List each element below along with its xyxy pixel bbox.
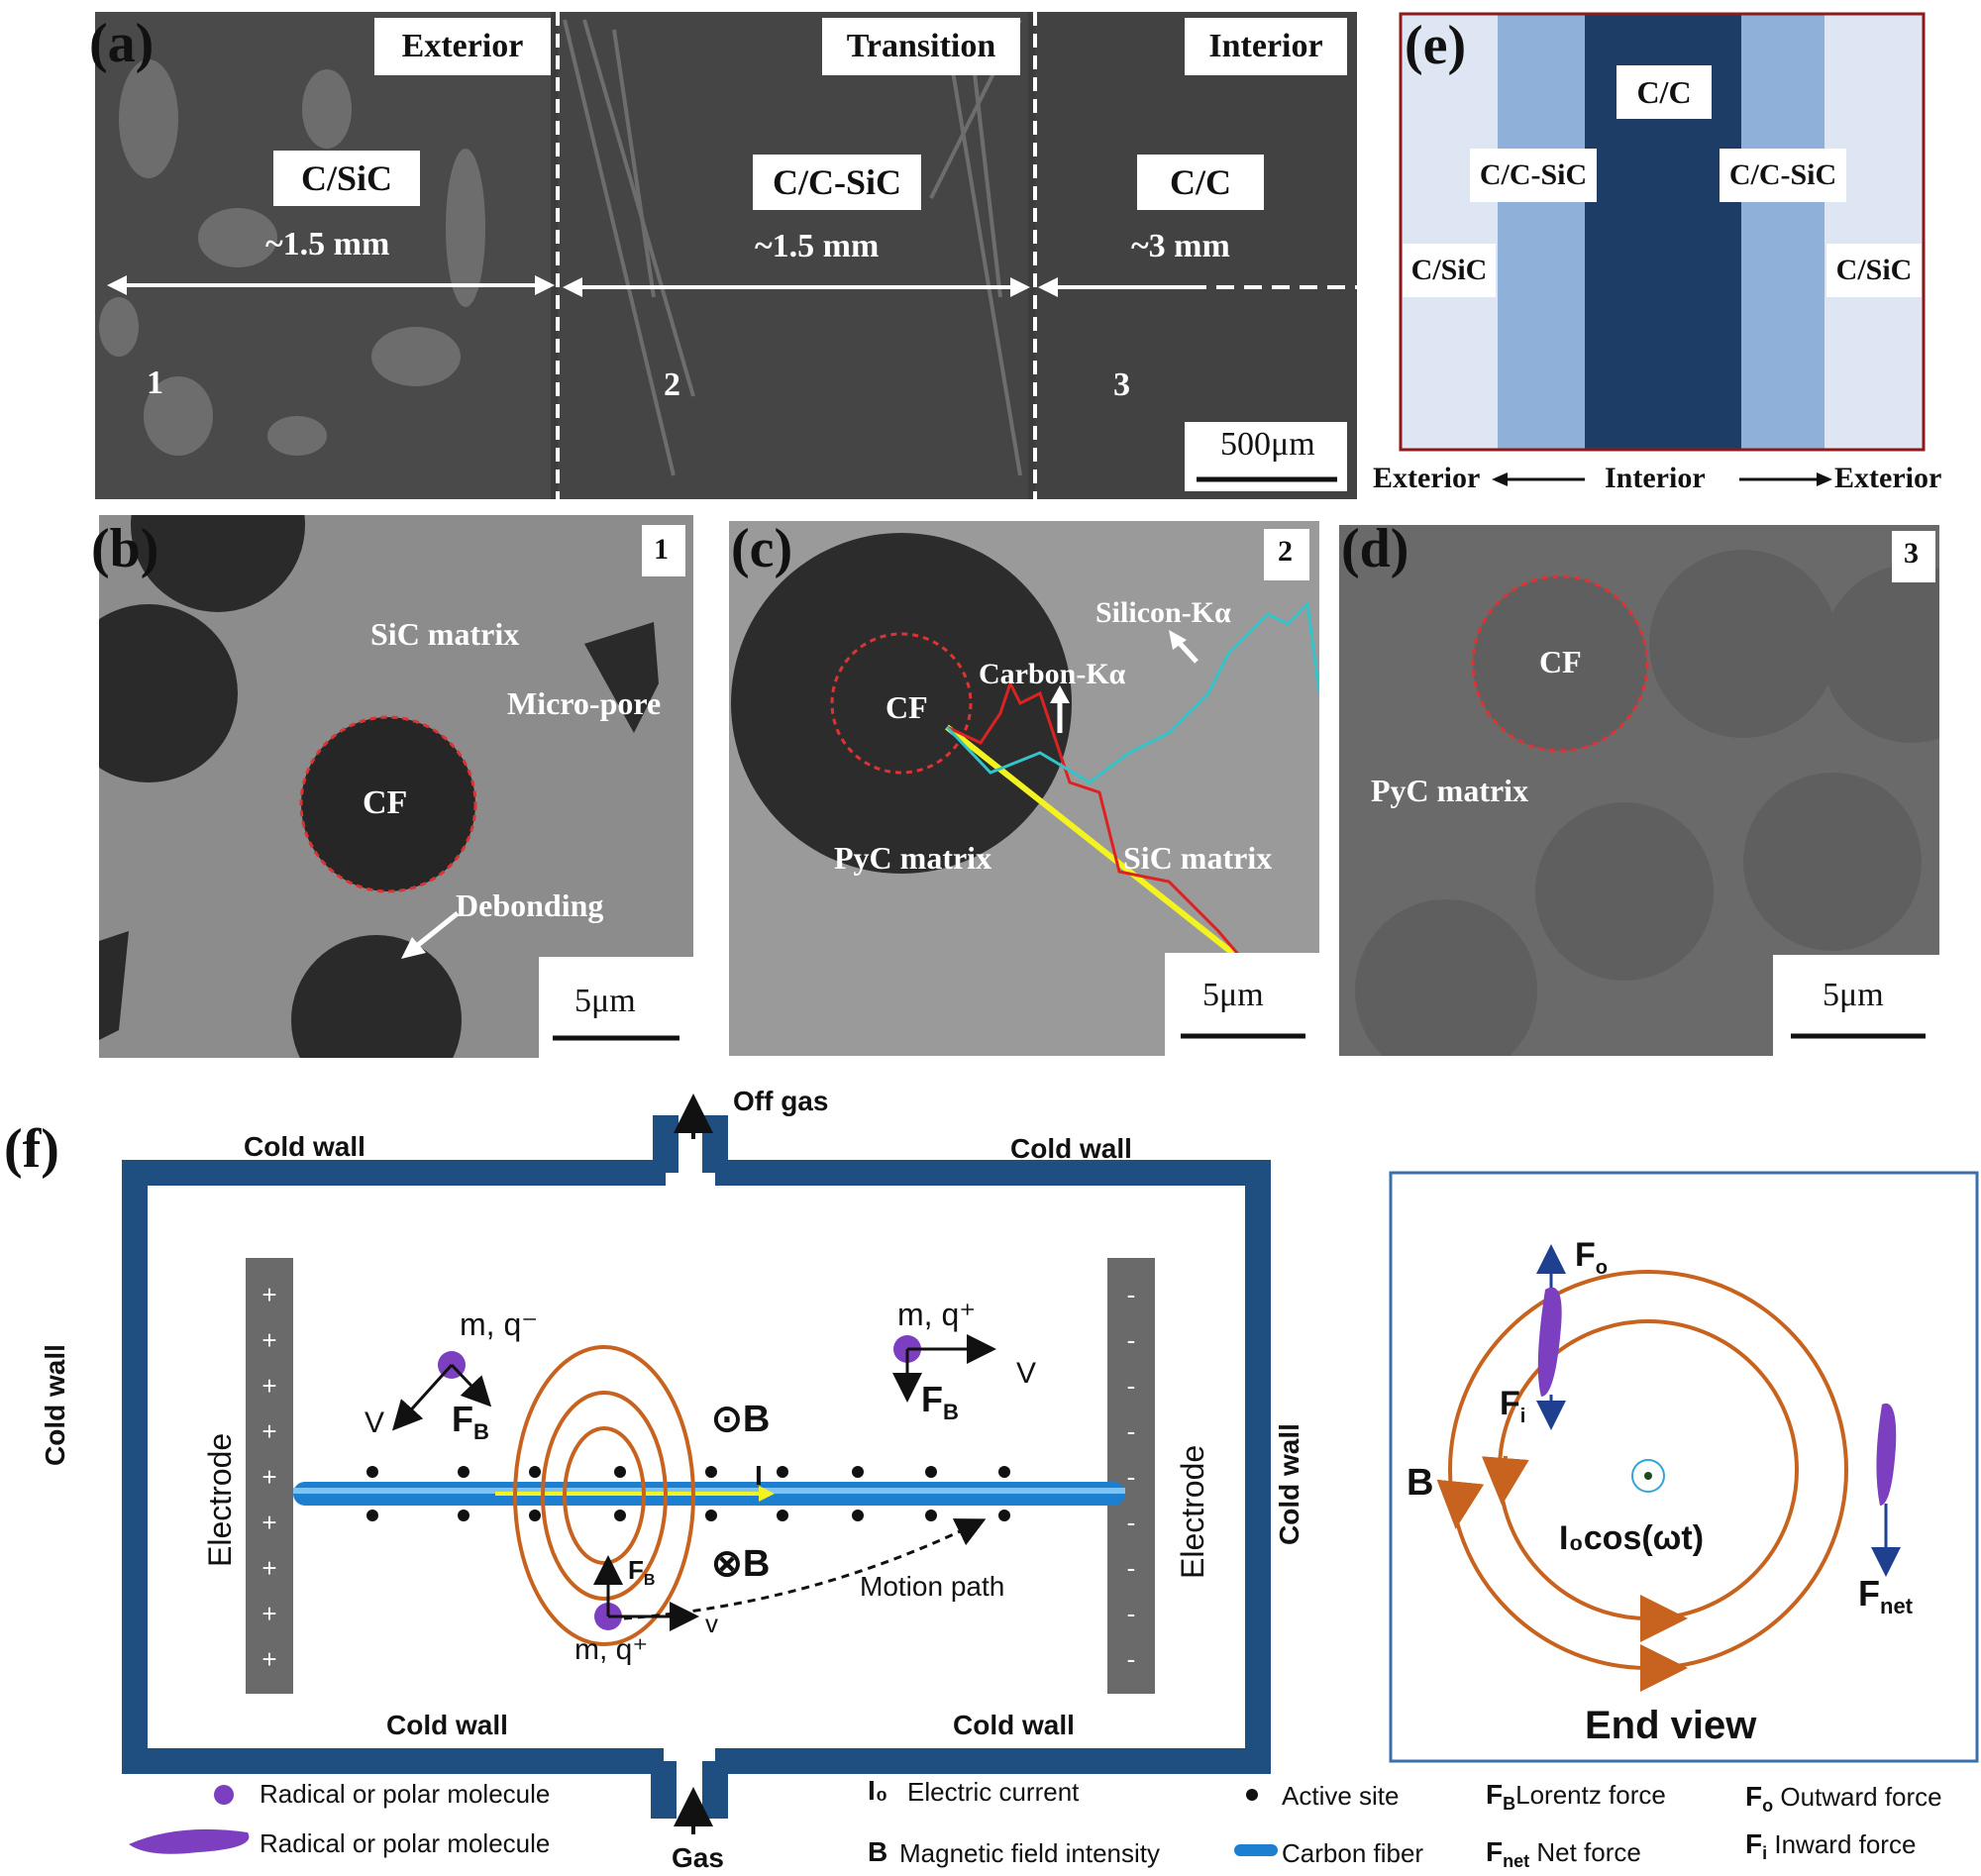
legend-current-text: Electric current [907,1777,1080,1807]
legend-current-symbol: I₀ [868,1775,888,1806]
b-in-label: ⊗B [711,1543,771,1585]
scale-bar-c: 5μm [1202,977,1264,1013]
legend-net: Fnet Net force [1486,1836,1641,1872]
electrode-left-signs: +++++++++ [261,1280,277,1674]
legend-b-text: Magnetic field intensity [899,1838,1161,1868]
label-silicon-ka: Silicon-Kα [1095,596,1231,629]
zone-header-exterior: Exterior [374,18,551,75]
legend-radical-dot: Radical or polar molecule [260,1779,551,1809]
scale-bar-b: 5μm [574,983,636,1019]
panel-c-label: (c) [731,518,793,579]
panel-b-label: (b) [91,518,159,579]
legend-outward: Fo Outward force [1745,1781,1942,1817]
v-label-top-left: V [365,1407,385,1439]
end-view-title: End view [1585,1704,1757,1747]
gas-label: Gas [672,1842,724,1873]
fo-label: Fo [1575,1236,1608,1279]
axis-interior: Interior [1605,462,1706,494]
cold-wall-top-left: Cold wall [244,1131,365,1162]
panel-e-label: (e) [1405,15,1467,76]
layer-center-cc: C/C [1616,65,1712,119]
legend-active-site: Active site [1282,1781,1400,1811]
zone-material-cc: C/C [1137,155,1264,210]
legend-inward: Fi Inward force [1745,1828,1917,1864]
v-label-top-right: V [1016,1357,1037,1390]
zone-material-ccsic: C/C-SiC [753,155,921,210]
motion-path-label: Motion path [860,1571,1005,1602]
electrode-right-label: Electrode [1175,1444,1210,1579]
zone-number-2: 2 [664,366,680,403]
cold-wall-bottom-left: Cold wall [386,1710,508,1740]
label-pyc-matrix-c: PyC matrix [834,840,992,876]
axis-exterior-right: Exterior [1834,462,1942,494]
legend-b-symbol: B [868,1836,888,1867]
particle-label-top-left: m, q⁻ [460,1306,539,1342]
fb-label-top-left: FB [452,1399,489,1445]
legend-carbon-fiber: Carbon fiber [1282,1838,1424,1868]
label-cf-c: CF [886,689,928,725]
label-sic-matrix-b: SiC matrix [370,616,520,652]
axis-exterior-left: Exterior [1373,462,1481,494]
label-micro-pore: Micro-pore [507,685,662,721]
panel-c-number: 2 [1278,535,1293,568]
particle-label-top-right: m, q⁺ [897,1297,977,1332]
current-label: I [755,1460,763,1491]
zone-header-interior: Interior [1185,18,1347,75]
cold-wall-right: Cold wall [1274,1423,1304,1545]
b-out-label: ⊙B [711,1399,771,1440]
panel-d-number: 3 [1904,537,1919,570]
layer-outer-left: C/SiC [1403,244,1496,297]
fi-label: Fi [1500,1385,1526,1427]
zone-material-csic: C/SiC [273,151,420,206]
electrode-right-signs: --------- [1126,1280,1136,1674]
legend-lorentz: FBLorentz force [1486,1779,1666,1815]
label-debonding: Debonding [456,887,604,923]
label-pyc-matrix-d: PyC matrix [1371,773,1529,808]
label-cf-b: CF [363,784,408,821]
scale-bar-d: 5μm [1823,977,1884,1013]
layer-outer-right: C/SiC [1826,244,1922,297]
panel-f-label: (f) [4,1118,59,1180]
fb-label-top-right: FB [921,1379,959,1425]
layer-mid-right: C/C-SiC [1720,149,1846,202]
label-carbon-ka: Carbon-Kα [979,658,1126,690]
panel-b-number: 1 [654,533,669,566]
zone-number-1: 1 [147,365,163,401]
end-view-current-label: I₀cos(ωt) [1559,1519,1705,1557]
fnet-label: Fnet [1858,1573,1913,1619]
scale-bar-a: 500μm [1220,426,1315,463]
zone-thickness-3: ~3 mm [1131,228,1230,264]
fb-label-bottom: FB [628,1555,656,1590]
electrode-left-label: Electrode [202,1432,238,1567]
zone-header-transition: Transition [822,18,1020,75]
zone-number-3: 3 [1113,366,1130,403]
panel-a-label: (a) [89,13,155,74]
zone-thickness-1: ~1.5 mm [265,226,390,262]
cold-wall-bottom-right: Cold wall [953,1710,1075,1740]
off-gas-label: Off gas [733,1086,829,1116]
cold-wall-left: Cold wall [40,1344,70,1466]
particle-label-bottom: m, q⁺ [574,1633,649,1666]
label-cf-d: CF [1539,644,1582,679]
panel-d-label: (d) [1341,518,1409,579]
label-sic-matrix-c: SiC matrix [1123,840,1273,876]
legend-radical-shape: Radical or polar molecule [260,1828,551,1858]
end-view-b-label: B [1407,1462,1434,1504]
cold-wall-top-right: Cold wall [1010,1133,1132,1164]
v-label-bottom: v [705,1609,718,1638]
zone-thickness-2: ~1.5 mm [755,228,880,264]
layer-mid-left: C/C-SiC [1470,149,1597,202]
